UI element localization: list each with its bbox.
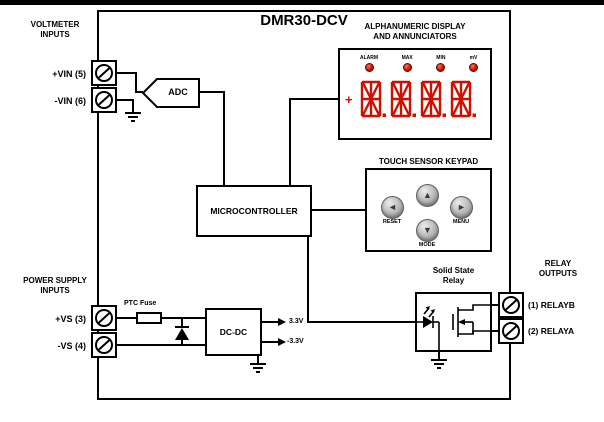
keypad-button-up: ▲ [416,184,439,207]
adc-label: ADC [168,87,188,97]
protection-diode-icon [175,318,189,345]
arrow-down-icon: ▼ [423,225,432,235]
led-icon [436,63,446,72]
arrowhead-icon [278,338,286,346]
annunciator-label: ALARM [360,55,379,61]
screw-icon [502,322,520,340]
seg-digit-icon [390,80,416,118]
annunciator-row: ALARM MAX MIN mV [360,55,478,72]
voltmeter-heading-line2: INPUTS [40,29,70,39]
page-title: DMR30-DCV [260,12,348,29]
keypad-button-menu: ► [450,196,473,219]
relaya-label: (2) RELAYA [528,326,575,336]
wire [117,72,143,93]
vs-plus-label: +VS (3) [55,314,86,324]
microcontroller-label: MICROCONTROLLER [210,206,298,216]
device-outline [97,10,511,400]
screw-icon [95,336,113,354]
relayb-label: (1) RELAYB [528,300,575,310]
ssr-internals [417,304,490,350]
optocoupler-led-icon [417,306,440,350]
mosfet-icon [452,304,490,337]
screw-icon [95,91,113,109]
annunciator-label: MAX [401,55,413,61]
ssr-heading-line2: Relay [442,275,465,285]
arrow-left-icon: ◄ [388,202,397,212]
vs-minus-label: -VS (4) [57,341,86,351]
display-panel: ALARM MAX MIN mV + [338,48,492,140]
ptc-fuse-symbol [136,312,162,324]
power-heading-line1: POWER SUPPLY [23,276,87,285]
voltmeter-heading-line1: VOLTMETER [30,20,80,29]
ptc-fuse-label: PTC Fuse [124,300,157,307]
vin-minus-label: -VIN (6) [54,96,87,106]
annunciator-max: MAX [402,55,413,72]
terminal-vin-minus [91,87,117,113]
annunciator-label: mV [469,55,478,61]
arrowhead-icon [278,318,286,326]
voltmeter-heading: VOLTMETER INPUTS [16,20,94,39]
annunciator-min: MIN [436,55,445,72]
screw-icon [502,296,520,314]
terminal-relaya [498,318,524,344]
terminal-vin-plus [91,60,117,86]
seg-digit-icon [360,80,386,118]
adc-block [142,78,200,108]
annunciator-mv: mV [469,55,478,72]
terminal-vs-minus [91,332,117,358]
seg-digit-icon [420,80,446,118]
keypad-button-mode-label: MODE [418,242,436,248]
keypad-button-mode: ▼ [416,219,439,242]
display-sign: + [345,92,353,107]
wire [307,237,415,323]
ssr-heading: Solid State Relay [413,266,494,285]
screw-icon [95,309,113,327]
annunciator-label: MIN [436,55,446,61]
wire [200,91,225,185]
display-heading-line1: ALPHANUMERIC DISPLAY [364,22,466,31]
relay-outputs-heading-line2: OUTPUTS [538,268,578,278]
screw-icon [95,64,113,82]
arrow-up-icon: ▲ [423,190,432,200]
power-heading: POWER SUPPLY INPUTS [16,276,94,295]
led-icon [469,63,478,72]
ground-icon [125,112,141,122]
relay-outputs-heading: RELAY OUTPUTS [518,259,598,278]
arrow-right-icon: ► [457,202,466,212]
dcdc-label: DC-DC [219,327,248,337]
seg-digit-icon [450,80,476,118]
led-icon [364,63,374,72]
led-icon [402,63,412,72]
microcontroller-block: MICROCONTROLLER [196,185,312,237]
keypad-heading: TOUCH SENSOR KEYPAD [378,157,479,166]
rail-pos-label: 3.3V [289,318,304,325]
dcdc-block: DC-DC [205,308,262,356]
page-top-rule [0,0,604,5]
annunciator-alarm: ALARM [360,55,378,72]
segment-digits [360,80,476,118]
keypad-button-reset: ◄ [381,196,404,219]
rail-neg-label: -3.3V [287,338,304,345]
terminal-relayb [498,292,524,318]
vin-plus-label: +VIN (5) [52,69,86,79]
display-heading-line2: AND ANNUNCIATORS [373,31,457,41]
terminal-vs-plus [91,305,117,331]
keypad-button-reset-label: RESET [382,219,402,225]
ground-icon [250,356,266,373]
wire [289,98,338,185]
power-heading-line2: INPUTS [40,285,70,295]
keypad-button-menu-label: MENU [452,219,470,225]
ssr-heading-line1: Solid State [432,266,475,275]
display-heading: ALPHANUMERIC DISPLAY AND ANNUNCIATORS [336,22,494,41]
relay-outputs-heading-line1: RELAY [544,259,572,268]
wire [117,99,134,113]
